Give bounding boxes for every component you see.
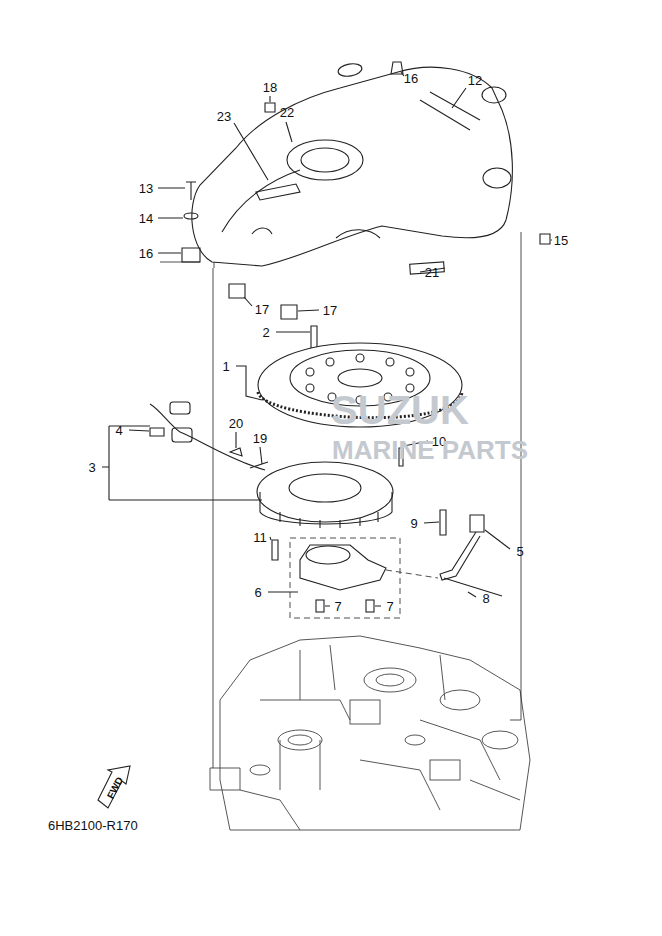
- callout-number: 23: [217, 110, 231, 123]
- callout-number: 17: [255, 303, 269, 316]
- callout-number: 19: [253, 432, 267, 445]
- callout-number: 13: [139, 182, 153, 195]
- callout-number: 15: [554, 234, 568, 247]
- callout-number: 22: [280, 106, 294, 119]
- callout-number: 17: [323, 304, 337, 317]
- watermark: SUZUK: [331, 390, 469, 430]
- callout-number: 16: [404, 72, 418, 85]
- callout-number: 7: [334, 600, 341, 613]
- callout-number: 12: [468, 74, 482, 87]
- callout-number: 4: [115, 424, 122, 437]
- callout-number: 5: [516, 545, 523, 558]
- watermark: MARINE PARTS: [332, 437, 528, 463]
- diagram-code: 6HB2100-R170: [48, 819, 138, 832]
- callout-number: 14: [139, 212, 153, 225]
- callout-number: 18: [263, 81, 277, 94]
- callout-number: 8: [482, 592, 489, 605]
- callout-number: 11: [253, 531, 267, 544]
- callout-number: 9: [410, 517, 417, 530]
- callout-number: 6: [254, 586, 261, 599]
- callout-number: 16: [139, 247, 153, 260]
- callout-number: 3: [88, 461, 95, 474]
- callout-number: 20: [229, 417, 243, 430]
- callout-number: 21: [425, 266, 439, 279]
- callout-number: 2: [262, 326, 269, 339]
- callout-number: 7: [386, 600, 393, 613]
- callout-number: 1: [222, 360, 229, 373]
